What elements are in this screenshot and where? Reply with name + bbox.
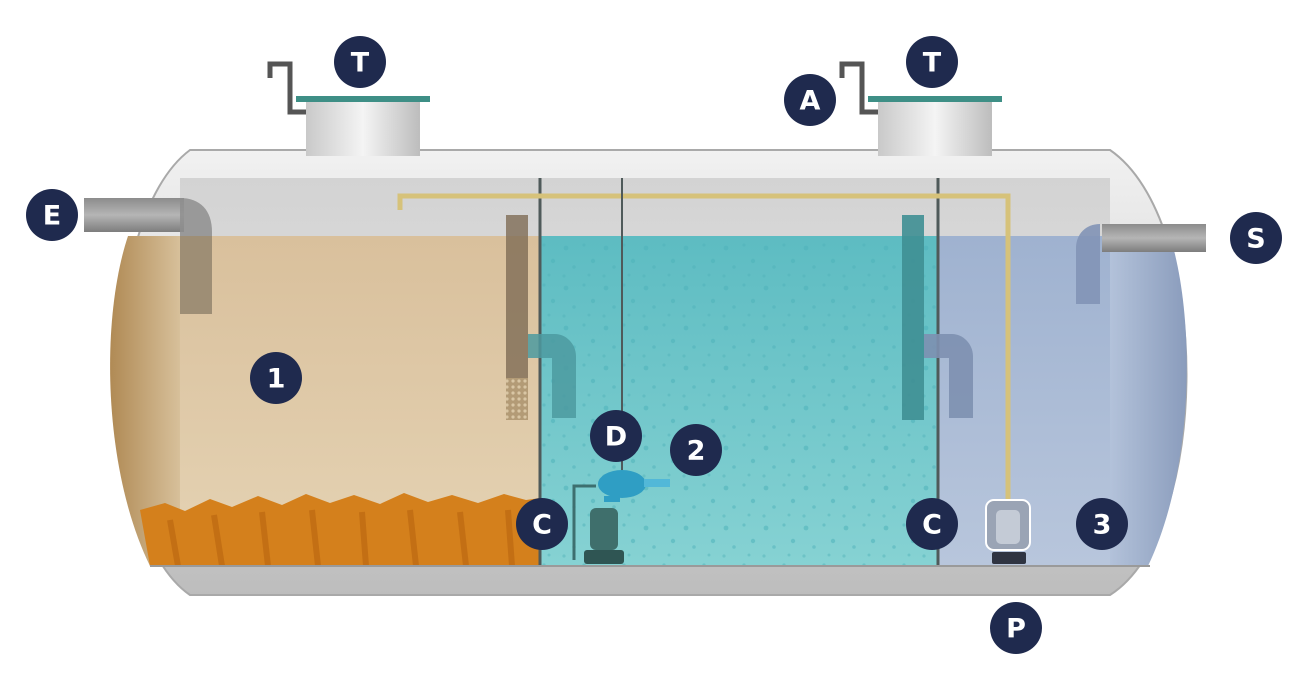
manhole-cover-right [868, 96, 1002, 156]
left-end-liquid [110, 236, 180, 566]
vent-pipe-right [839, 61, 878, 115]
badge-cover-right: T [906, 36, 958, 88]
transfer-pipe-1 [506, 215, 576, 420]
badge-chamber-3-label: 3 [1093, 510, 1112, 541]
manhole-cover-left [296, 96, 430, 156]
badge-chamber-1: 1 [250, 352, 302, 404]
badge-chamber-1-label: 1 [267, 364, 286, 395]
diffuser [598, 470, 670, 502]
badge-air-vent: A [784, 74, 836, 126]
right-end-liquid [1110, 236, 1187, 566]
badge-pump-label: P [1006, 614, 1026, 645]
outlet-pipe [1076, 224, 1206, 304]
badge-inlet: E [26, 189, 78, 241]
badge-air-vent-label: A [800, 86, 821, 117]
sludge-shading [167, 509, 515, 567]
badge-cover-left-label: T [351, 48, 370, 79]
badge-diffuser: D [590, 410, 642, 462]
badge-outlet-label: S [1246, 224, 1265, 255]
badge-partition-left-label: C [532, 510, 552, 541]
badge-chamber-2: 2 [670, 424, 722, 476]
aerator-pump [572, 484, 624, 564]
transfer-pipe-2 [902, 215, 973, 420]
sludge-layer [140, 493, 540, 566]
badge-cover-left: T [334, 36, 386, 88]
discharge-pump [985, 499, 1031, 564]
badge-chamber-2-label: 2 [687, 436, 706, 467]
badge-outlet: S [1230, 212, 1282, 264]
badge-cover-right-label: T [923, 48, 942, 79]
badge-partition-right-label: C [922, 510, 942, 541]
badge-chamber-3: 3 [1076, 498, 1128, 550]
vent-pipe-left [267, 61, 306, 115]
badge-partition-left: C [516, 498, 568, 550]
badge-partition-right: C [906, 498, 958, 550]
badge-pump: P [990, 602, 1042, 654]
inlet-pipe [84, 198, 212, 314]
badge-inlet-label: E [43, 201, 61, 232]
badge-diffuser-label: D [605, 422, 627, 453]
air-line [397, 193, 1011, 505]
